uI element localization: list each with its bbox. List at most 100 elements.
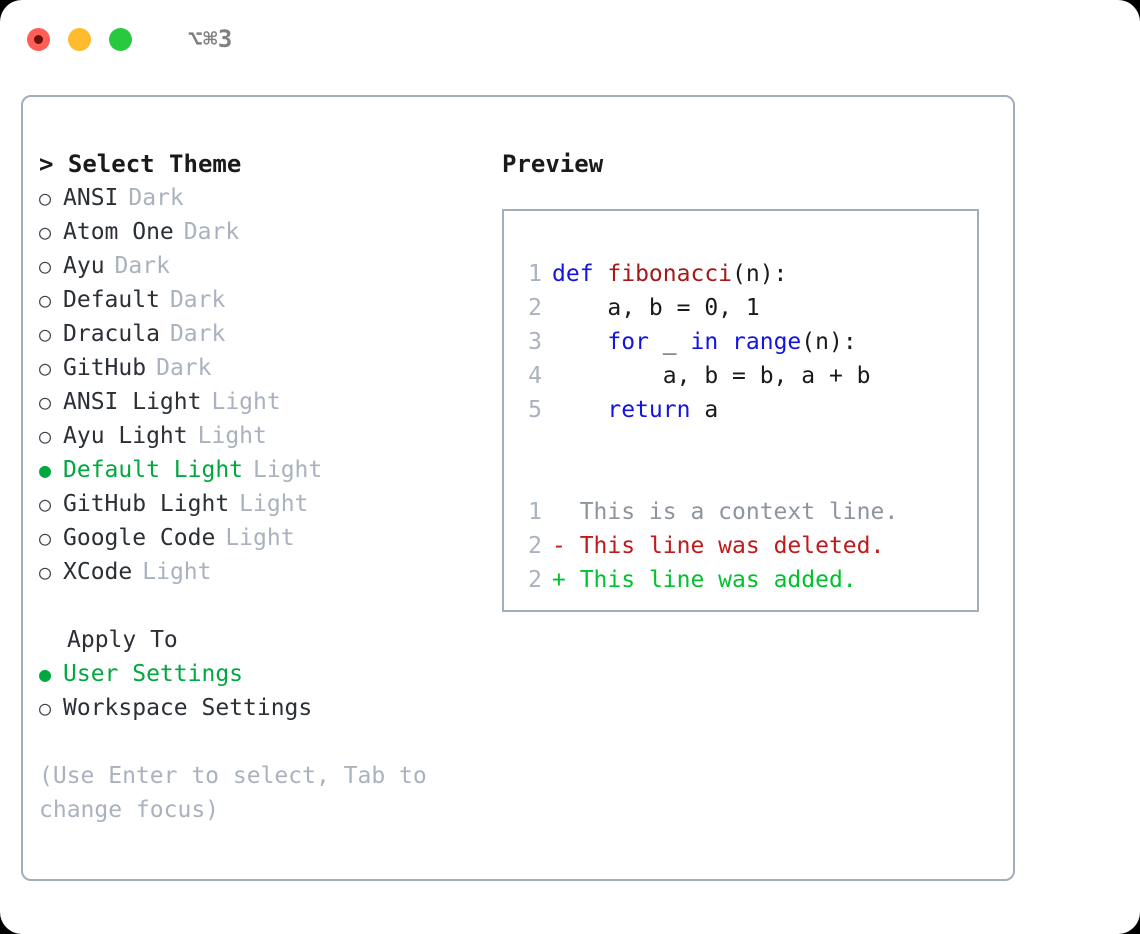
radio-icon: ○ — [39, 424, 52, 448]
radio-icon: ○ — [39, 696, 52, 720]
theme-picker-card: > Select Theme ○ ANSI Dark ○ Atom One Da… — [21, 95, 1015, 881]
close-button[interactable] — [27, 27, 50, 51]
code-line: 4 a, b = b, a + b — [518, 359, 977, 393]
diff-content: This line was added. — [565, 567, 857, 593]
theme-tag: Light — [239, 491, 309, 517]
list-item[interactable]: ○ Default Dark — [39, 283, 488, 317]
code-token-plain — [718, 329, 732, 355]
line-number: 2 — [528, 295, 542, 321]
code-diff-separator-2 — [518, 461, 977, 495]
list-item[interactable]: ○ Atom One Dark — [39, 215, 488, 249]
code-token-function: fibonacci — [607, 261, 733, 287]
keyboard-hint-text: (Use Enter to select, Tab to change focu… — [39, 763, 427, 823]
code-content: a, b = 0, 1 — [552, 291, 760, 325]
theme-name: Ayu Light — [63, 423, 188, 449]
theme-selection-panel: > Select Theme ○ ANSI Dark ○ Atom One Da… — [23, 97, 488, 879]
list-item[interactable]: ○ ANSI Dark — [39, 181, 488, 215]
radio-icon: ○ — [39, 560, 52, 584]
list-divider — [39, 589, 488, 623]
preview-panel: Preview 1 def fibonacci(n): 2 a, b = 0, … — [488, 97, 1013, 879]
list-item[interactable]: ○ Google Code Light — [39, 521, 488, 555]
theme-tag: Light — [253, 457, 323, 483]
card-columns: > Select Theme ○ ANSI Dark ○ Atom One Da… — [23, 97, 1013, 879]
apply-to-heading: Apply To — [67, 627, 178, 653]
code-token-plain — [552, 397, 607, 423]
radio-icon: ○ — [39, 390, 52, 414]
radio-icon: ○ — [39, 288, 52, 312]
list-item[interactable]: ○ ANSI Light Light — [39, 385, 488, 419]
theme-name: Google Code — [63, 525, 216, 551]
diff-marker-plus: + — [552, 567, 566, 593]
line-number: 1 — [528, 499, 542, 525]
theme-tag: Light — [197, 423, 267, 449]
theme-name: ANSI Light — [63, 389, 202, 415]
preview-heading: Preview — [502, 150, 604, 178]
radio-icon-selected: ● — [39, 662, 52, 686]
diff-content: This is a context line. — [552, 499, 899, 525]
code-content: return a — [552, 393, 718, 427]
list-item-selected[interactable]: ● Default Light Light — [39, 453, 488, 487]
theme-name: Default Light — [63, 457, 244, 483]
list-item[interactable]: ○ Ayu Dark — [39, 249, 488, 283]
code-token-plain: _ — [648, 329, 691, 355]
theme-name: Default — [63, 287, 160, 313]
theme-tag: Light — [225, 525, 295, 551]
theme-tag: Dark — [128, 185, 184, 211]
code-token-keyword: return — [607, 397, 691, 423]
line-number: 2 — [528, 533, 542, 559]
code-token-plain — [552, 329, 607, 355]
list-item[interactable]: ○ GitHub Light Light — [39, 487, 488, 521]
theme-name: XCode — [63, 559, 133, 585]
code-token-plain: a, b = 0, 1 — [552, 295, 760, 321]
radio-icon: ○ — [39, 322, 52, 346]
apply-to-list: ● User Settings ○ Workspace Settings — [39, 657, 488, 725]
maximize-button[interactable] — [109, 27, 132, 51]
preview-box: 1 def fibonacci(n): 2 a, b = 0, 1 3 for … — [502, 209, 979, 612]
code-token-plain: a — [690, 397, 719, 423]
window-controls — [27, 27, 132, 51]
diff-line-deleted: 2 - This line was deleted. — [518, 529, 977, 563]
theme-list: ○ ANSI Dark ○ Atom One Dark ○ Ayu Dark — [39, 181, 488, 589]
theme-name: GitHub — [63, 355, 147, 381]
keyboard-shortcut-label: ⌥⌘3 — [188, 25, 233, 53]
theme-tag: Dark — [169, 321, 226, 347]
theme-name: Atom One — [63, 219, 174, 245]
code-line: 3 for _ in range(n): — [518, 325, 977, 359]
line-number: 1 — [528, 261, 542, 287]
code-diff-separator — [518, 427, 977, 461]
apply-option-user-settings[interactable]: ● User Settings — [39, 657, 488, 691]
line-number: 2 — [528, 567, 542, 593]
code-token-plain: (n): — [732, 261, 788, 287]
code-content: for _ in range(n): — [552, 325, 857, 359]
list-item[interactable]: ○ XCode Light — [39, 555, 488, 589]
code-line: 5 return a — [518, 393, 977, 427]
radio-icon: ○ — [39, 492, 52, 516]
list-item[interactable]: ○ Dracula Dark — [39, 317, 488, 351]
theme-tag: Dark — [169, 287, 226, 313]
code-token-keyword: in — [690, 329, 719, 355]
code-token-builtin: range — [732, 329, 802, 355]
apply-option-label: Workspace Settings — [63, 695, 313, 721]
line-number: 5 — [528, 397, 542, 423]
diff-line-context: 1 This is a context line. — [518, 495, 977, 529]
code-line: 2 a, b = 0, 1 — [518, 291, 977, 325]
code-token-plain: a, b = b, a + b — [552, 363, 871, 389]
theme-tag: Dark — [183, 219, 240, 245]
apply-option-workspace-settings[interactable]: ○ Workspace Settings — [39, 691, 488, 725]
radio-icon: ○ — [39, 186, 52, 210]
radio-icon: ○ — [39, 220, 52, 244]
code-token-keyword: for — [607, 329, 649, 355]
code-token-plain: (n): — [801, 329, 857, 355]
radio-icon-selected: ● — [39, 458, 52, 482]
radio-icon: ○ — [39, 526, 52, 550]
theme-name: ANSI — [63, 185, 119, 211]
code-line: 1 def fibonacci(n): — [518, 257, 977, 291]
diff-marker-minus: - — [552, 533, 566, 559]
minimize-button[interactable] — [68, 27, 91, 51]
theme-name: GitHub Light — [63, 491, 230, 517]
list-item[interactable]: ○ Ayu Light Light — [39, 419, 488, 453]
list-item[interactable]: ○ GitHub Dark — [39, 351, 488, 385]
select-theme-heading: > Select Theme — [39, 150, 242, 178]
diff-content: This line was deleted. — [565, 533, 885, 559]
